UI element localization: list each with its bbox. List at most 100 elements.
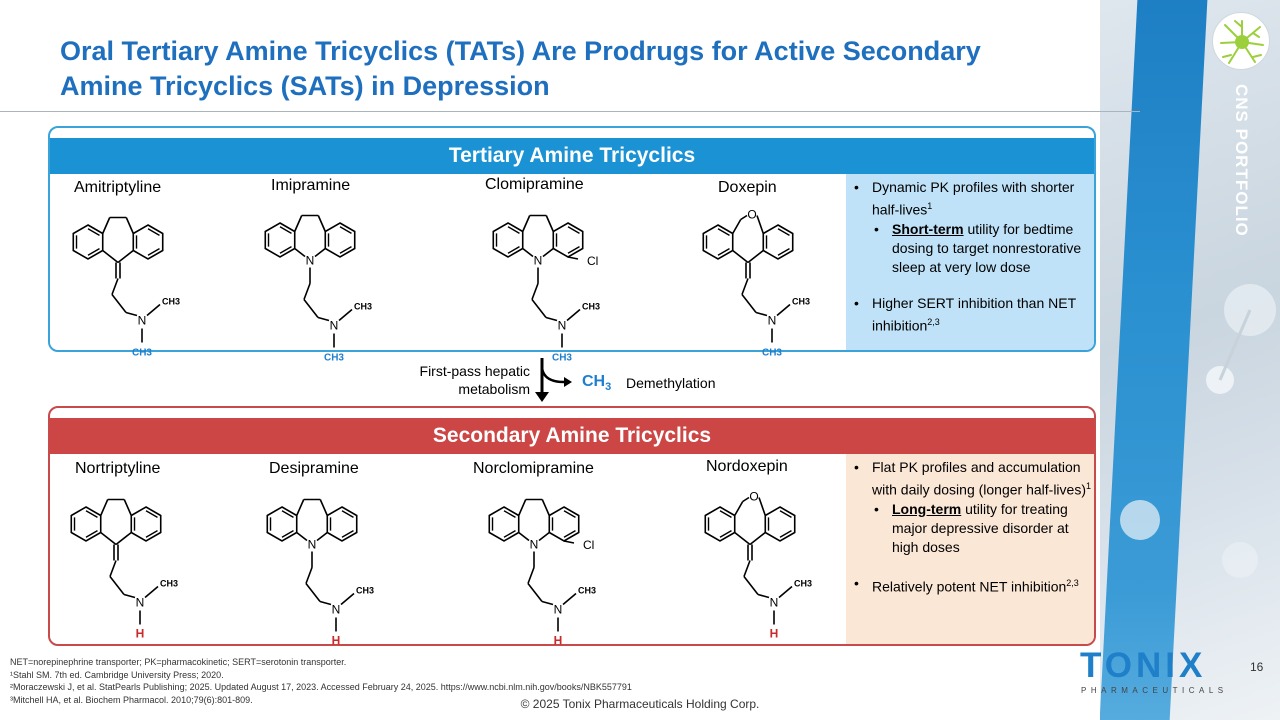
double-bond: [717, 228, 730, 236]
bond: [109, 560, 117, 577]
tat-note-short-term-bold: Short-term: [892, 220, 964, 237]
benzene-ring: [324, 222, 356, 258]
bond: [527, 567, 535, 584]
atom-label: N: [136, 596, 145, 610]
atom-label: N: [330, 319, 339, 333]
tat-note-pk: Dynamic PK profiles with shorter half-li…: [854, 178, 1092, 220]
sat-note-pk-ref: 1: [1086, 481, 1092, 491]
sat-note-long-term-text: utility for treating major depressive di…: [892, 500, 1069, 555]
bond: [747, 249, 764, 264]
bond: [538, 531, 550, 542]
bond: [125, 217, 135, 234]
bond: [317, 316, 330, 322]
double-bond: [503, 530, 516, 538]
bond: [517, 499, 527, 516]
bond: [545, 316, 558, 322]
bond: [295, 499, 305, 516]
atom-label: N: [530, 538, 539, 552]
double-bond: [87, 248, 100, 256]
methyl-group-text: CH: [582, 373, 606, 390]
bond: [123, 499, 133, 516]
bond: [303, 299, 319, 318]
bond: [545, 215, 555, 232]
bond: [756, 215, 765, 234]
sat-note-long-term-bold: Long-term: [892, 500, 962, 517]
benzene-ring: [130, 506, 162, 542]
bond: [521, 215, 531, 232]
tat-note-sert-text: Higher SERT inhibition than NET inhibiti…: [872, 294, 1076, 334]
bond: [109, 576, 125, 595]
benzene-ring: [702, 224, 734, 260]
bond: [734, 501, 744, 516]
double-bond: [567, 226, 580, 234]
atom-label: H: [136, 627, 145, 641]
drug-name-norclomipramine: Norclomipramine: [473, 460, 594, 477]
drug-name-imipramine: Imipramine: [271, 177, 351, 194]
atom-label: CH3: [582, 302, 600, 312]
atom-label: H: [554, 634, 563, 648]
bond: [743, 576, 759, 595]
bond: [757, 593, 770, 599]
double-bond: [719, 530, 732, 538]
atom-label: CH3: [356, 586, 374, 596]
double-bond: [281, 510, 294, 518]
bond: [102, 249, 119, 264]
double-bond: [147, 228, 160, 236]
copyright: © 2025 Tonix Pharmaceuticals Holding Cor…: [520, 697, 760, 711]
drug-name-nordoxepin: Nordoxepin: [706, 458, 788, 475]
atom-label: CH3: [162, 297, 180, 307]
neuron-icon: [1220, 20, 1264, 64]
footnote-2: ²Moraczewski J, et al. StatPearls Publis…: [10, 682, 632, 692]
double-bond: [563, 510, 576, 518]
bond: [314, 247, 326, 258]
atom-label: N: [308, 538, 317, 552]
bond: [111, 294, 127, 313]
atom-label: N: [554, 603, 563, 617]
bond: [542, 247, 554, 258]
bond: [562, 592, 577, 606]
bond: [305, 567, 313, 584]
double-bond: [503, 510, 516, 518]
atom-label: N: [770, 596, 779, 610]
sat-note-long-term: Long-term utility for treating major dep…: [874, 500, 1092, 557]
double-bond: [341, 530, 354, 538]
double-bond: [777, 228, 790, 236]
bond: [340, 592, 355, 606]
metabolism-arrow-icon: [535, 358, 572, 402]
benzene-ring: [264, 222, 296, 258]
drug-name-doxepin: Doxepin: [718, 179, 777, 196]
bond: [303, 283, 311, 300]
bond: [741, 294, 757, 313]
bond: [732, 249, 749, 264]
bond: [776, 303, 791, 317]
benzene-ring: [266, 506, 298, 542]
benzene-ring: [762, 224, 794, 260]
double-bond: [567, 246, 580, 254]
bond: [100, 531, 117, 546]
bond: [111, 278, 119, 295]
bond: [296, 531, 308, 542]
footnote-3: ³Mitchell HA, et al. Biochem Pharmacol. …: [10, 694, 253, 705]
double-bond: [777, 248, 790, 256]
atom-label: N: [768, 314, 777, 328]
atom-label: CH3: [552, 353, 572, 364]
bond: [305, 583, 321, 602]
bond: [749, 531, 766, 546]
benzene-ring: [704, 506, 736, 542]
bond: [522, 247, 534, 258]
benzene-ring: [70, 506, 102, 542]
tat-note-sert: Higher SERT inhibition than NET inhibiti…: [854, 294, 1092, 336]
double-bond: [563, 530, 576, 538]
atom-label: N: [138, 314, 147, 328]
double-bond: [279, 246, 292, 254]
benzene-ring: [326, 506, 358, 542]
tertiary-amine-header: Tertiary Amine Tricyclics: [50, 138, 1094, 174]
bond: [567, 256, 579, 260]
atom-label: CH3: [792, 297, 810, 307]
double-bond: [87, 228, 100, 236]
benzene-ring: [552, 222, 584, 258]
